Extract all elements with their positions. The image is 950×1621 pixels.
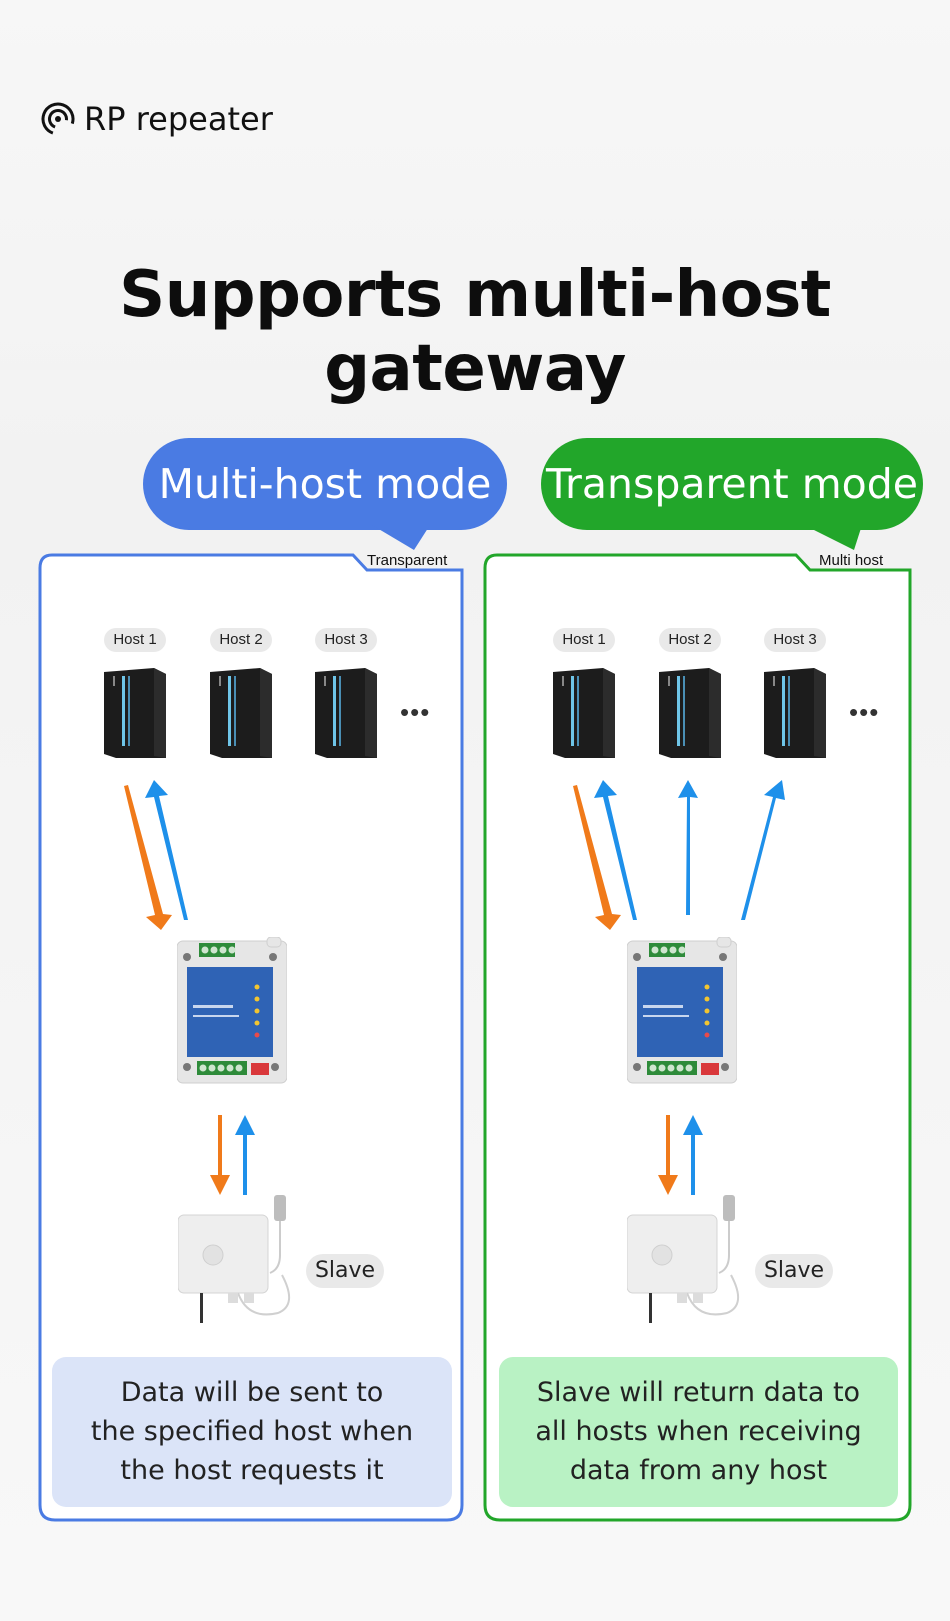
transparent-mode-badge: Transparent mode (541, 438, 923, 530)
description-line: the host requests it (120, 1455, 384, 1486)
host-computer-icon (659, 668, 721, 758)
description-line: Slave will return data to (536, 1377, 861, 1408)
right-request-arrow-orange (573, 785, 621, 930)
transparent-tab-label: Transparent (367, 552, 448, 569)
host-label: Host 1 (104, 628, 166, 652)
host-label: Host 3 (764, 628, 826, 652)
host-label: Host 3 (315, 628, 377, 652)
brand: RP repeater (40, 100, 273, 138)
host-label: Host 2 (210, 628, 272, 652)
signal-icon (41, 102, 75, 136)
left-response-arrow-blue (145, 780, 188, 920)
slave-label: Slave (755, 1254, 833, 1288)
right-response-arrow-blue-3 (741, 780, 785, 920)
description-line: all hosts when receiving (535, 1416, 862, 1447)
description-line: the specified host when (90, 1416, 414, 1447)
brand-name: RP repeater (84, 100, 273, 138)
more-hosts-ellipsis: ••• (849, 697, 880, 727)
left-request-arrow-orange (124, 785, 172, 930)
multi-host-description: Data will be sent to the specified host … (52, 1357, 452, 1507)
host-computer-icon (553, 668, 615, 758)
host-computer-icon (315, 668, 377, 758)
host-label: Host 2 (659, 628, 721, 652)
host-label: Host 1 (553, 628, 615, 652)
slave-sensor-icon (627, 1195, 739, 1323)
slave-label: Slave (306, 1254, 384, 1288)
slave-sensor-icon (178, 1195, 290, 1323)
multi-host-tab-label: Multi host (819, 552, 884, 569)
blue-bubble-tail (372, 525, 430, 550)
host-computer-icon (104, 668, 166, 758)
transparent-description: Slave will return data to all hosts when… (499, 1357, 898, 1507)
page-title: Supports multi-host gateway (119, 258, 831, 406)
left-up-arrow-blue (235, 1115, 255, 1195)
host-computer-icon (764, 668, 826, 758)
green-bubble-tail (804, 525, 862, 550)
right-up-arrow-blue (683, 1115, 703, 1195)
gateway-device-icon (627, 937, 737, 1084)
host-computer-icon (210, 668, 272, 758)
gateway-device-icon (177, 937, 287, 1084)
description-line: Data will be sent to (120, 1377, 384, 1408)
multi-host-mode-badge: Multi-host mode (143, 438, 507, 530)
more-hosts-ellipsis: ••• (400, 697, 431, 727)
right-down-arrow-orange (658, 1115, 678, 1195)
right-response-arrow-blue-2 (678, 780, 698, 915)
right-response-arrow-blue-1 (594, 780, 637, 920)
description-line: data from any host (569, 1455, 828, 1486)
left-down-arrow-orange (210, 1115, 230, 1195)
